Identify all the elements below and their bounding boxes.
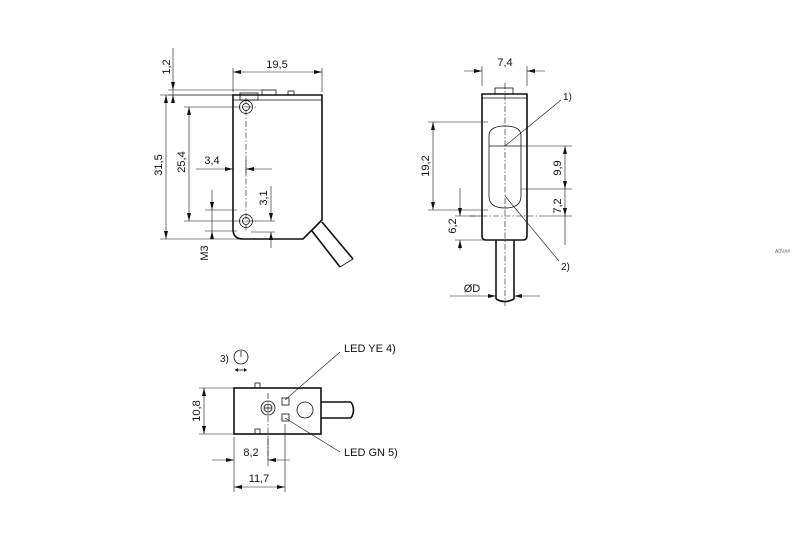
side-top-tab [494,87,514,95]
top-lens-circle [296,401,314,419]
front-housing-outline [232,94,323,240]
svg-text:7,2: 7,2 [552,198,564,213]
side-cable [495,240,515,303]
svg-text:19,2: 19,2 [420,155,432,176]
dim-top-pot-offset: 8,2 [212,437,290,466]
dim-top-height: 10,8 [191,387,234,435]
svg-text:9,9: 9,9 [552,160,564,175]
top-housing-outline [233,387,322,435]
dim-side-upper-lens: 9,9 [521,145,572,190]
callout-led-green: LED GN 5) [284,417,398,459]
side-housing-outline [481,93,528,241]
svg-text:7,4: 7,4 [497,57,512,69]
front-cable [311,221,354,268]
front-view: 19,5 1,2 31,5 25,4 [153,48,354,268]
svg-text:10,8: 10,8 [191,400,203,421]
top-cable [321,401,355,419]
svg-text:2): 2) [561,262,570,273]
svg-text:1,2: 1,2 [161,59,173,74]
led-green-indicator [281,413,290,422]
dim-front-hole-offset-y: 3,1 [251,186,275,248]
callout-led-yellow: LED YE 4) [284,343,396,401]
dim-front-width: 19,5 [232,59,323,92]
dim-front-thread: M3 [199,190,237,261]
front-top-tab-small [287,90,295,96]
callout-3: 3) [220,349,249,372]
svg-text:3,4: 3,4 [204,155,219,167]
top-view-notch-lower [254,428,261,435]
dim-side-lens-height: 19,2 [420,121,488,211]
led-yellow-indicator [281,397,290,406]
dim-front-hole-offset-x: 3,4 [196,155,272,175]
dim-front-hole-spacing: 25,4 [176,106,236,222]
svg-text:LED GN 5): LED GN 5) [344,447,398,459]
svg-text:31,5: 31,5 [153,154,165,175]
svg-text:3,1: 3,1 [258,190,270,205]
svg-text:25,4: 25,4 [176,151,188,172]
rotation-adjust-icon [233,349,249,372]
callout-1: 1) [504,92,572,147]
callout-2: 2) [504,195,570,273]
dim-side-width: 7,4 [464,57,545,86]
dim-side-lower-lens: 7,2 [540,189,572,245]
side-view: 7,4 19,2 9,9 7,2 [420,57,572,306]
lower-lens-window [488,146,522,209]
dim-side-cable-diameter: ØD [450,283,540,298]
dim-top-led-offset: 11,7 [233,424,286,492]
dim-front-height-total: 31,5 [153,94,243,240]
corner-mark: A0V## [775,249,790,255]
svg-text:6,2: 6,2 [447,218,459,233]
svg-text:8,2: 8,2 [243,447,258,459]
svg-text:11,7: 11,7 [249,473,270,485]
top-view-notch-upper [254,382,261,389]
top-view: 3) LED YE 4) LED GN 5) 10,8 [191,343,398,492]
svg-text:ØD: ØD [464,283,481,295]
svg-text:1): 1) [563,92,572,103]
svg-text:3): 3) [220,354,229,365]
svg-text:LED YE 4): LED YE 4) [344,343,396,355]
front-top-notch [239,92,259,101]
front-top-tab [261,89,277,96]
svg-text:M3: M3 [199,245,211,260]
svg-text:19,5: 19,5 [266,59,287,71]
dim-side-base: 6,2 [447,188,486,250]
